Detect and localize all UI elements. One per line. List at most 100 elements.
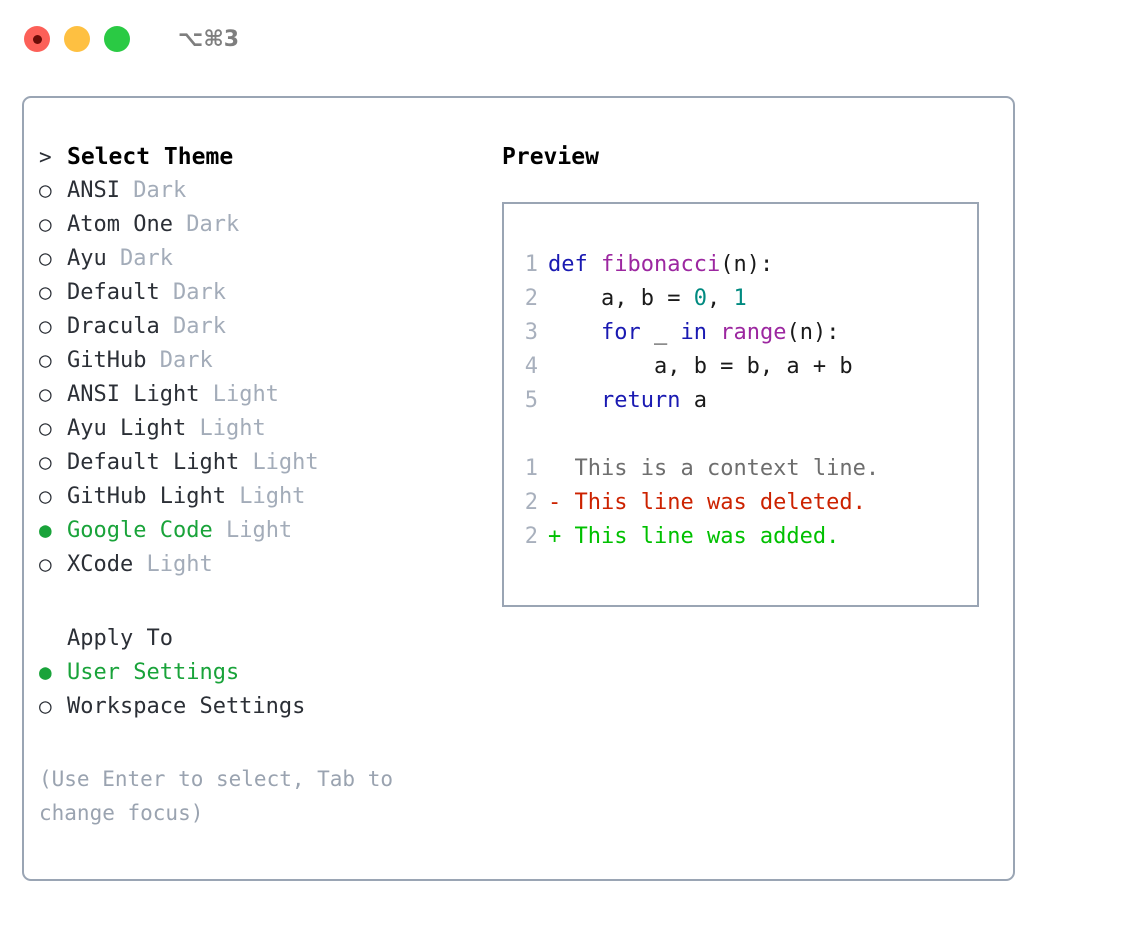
diff-sign: +	[548, 524, 562, 549]
code-token	[707, 320, 720, 345]
record-indicator-icon	[32, 34, 42, 44]
minimize-button[interactable]	[64, 26, 90, 52]
theme-option-list: ○ANSI Dark○Atom One Dark○Ayu Dark○Defaul…	[39, 178, 489, 586]
label-spacer	[186, 416, 199, 441]
theme-option-row[interactable]: ○ XCode Light	[39, 552, 489, 586]
code-line-number: 5	[524, 388, 538, 413]
apply-to-label: Apply To	[67, 626, 173, 651]
theme-option-row[interactable]: ○ Ayu Dark	[39, 246, 489, 280]
theme-category-label: Light	[146, 552, 213, 577]
code-token	[548, 388, 601, 413]
diff-spacer	[561, 486, 574, 520]
theme-category-label: Dark	[120, 246, 173, 271]
theme-name-label: ANSI Light	[67, 382, 200, 407]
code-token: range	[720, 320, 787, 345]
code-line-text: a, b = 0, 1	[548, 282, 747, 316]
radio-unselected-icon[interactable]: ○	[39, 246, 52, 270]
label-spacer	[146, 348, 159, 373]
label-spacer	[239, 450, 252, 475]
label-spacer	[226, 484, 239, 509]
theme-name-label: Ayu Light	[67, 416, 187, 441]
radio-selected-icon[interactable]: ●	[39, 660, 52, 684]
radio-unselected-icon[interactable]: ○	[39, 212, 52, 236]
radio-selected-icon[interactable]: ●	[39, 518, 52, 542]
theme-option-row[interactable]: ○Atom One Dark	[39, 212, 489, 246]
code-line-number: 2	[524, 286, 538, 311]
radio-unselected-icon[interactable]: ○	[39, 484, 52, 508]
code-line: 4 a, b = b, a + b	[504, 350, 977, 384]
diff-spacer	[561, 520, 574, 554]
radio-unselected-icon[interactable]: ○	[39, 178, 52, 202]
code-line-text: a, b = b, a + b	[548, 350, 853, 384]
radio-unselected-icon[interactable]: ○	[39, 416, 52, 440]
code-token: in	[680, 320, 707, 345]
theme-name-label: XCode	[67, 552, 134, 577]
apply-to-option-row[interactable]: ●User Settings	[39, 660, 489, 694]
code-line: 1 def fibonacci(n):	[504, 248, 977, 282]
window-titlebar: ⌥⌘3	[0, 0, 1140, 78]
theme-category-label: Dark	[186, 212, 240, 237]
diff-sign: -	[548, 490, 562, 515]
code-line: 5 return a	[504, 384, 977, 418]
section-spacer	[39, 586, 489, 626]
keyboard-shortcut-label: ⌥⌘3	[178, 26, 240, 52]
apply-to-heading: ○Apply To	[39, 626, 489, 660]
radio-unselected-icon[interactable]: ○	[39, 552, 52, 576]
radio-unselected-icon[interactable]: ○	[39, 280, 52, 304]
diff-line-number: 2	[524, 524, 538, 549]
label-spacer	[199, 382, 212, 407]
diff-sign	[548, 452, 561, 486]
theme-option-row[interactable]: ○ GitHub Light Light	[39, 484, 489, 518]
radio-unselected-icon[interactable]: ○	[39, 382, 52, 406]
code-token: a, b =	[548, 286, 694, 311]
apply-to-option-row[interactable]: ○Workspace Settings	[39, 694, 489, 728]
theme-name-label: GitHub Light	[67, 484, 226, 509]
select-theme-label: Select Theme	[67, 144, 234, 170]
code-token: for	[600, 320, 641, 345]
radio-unselected-icon[interactable]: ○	[39, 694, 52, 718]
label-spacer	[133, 552, 146, 577]
code-token: (n):	[786, 320, 840, 345]
code-line-number: 4	[524, 354, 538, 379]
theme-category-label: Dark	[133, 178, 187, 203]
theme-option-row[interactable]: ○Default Dark	[39, 280, 489, 314]
maximize-button[interactable]	[104, 26, 130, 52]
diff-line-number: 1	[524, 456, 538, 481]
diff-sample: 1 This is a context line.2- This line wa…	[504, 452, 977, 554]
theme-option-row[interactable]: ○GitHub Dark	[39, 348, 489, 382]
diff-line-text: This line was added.	[574, 524, 840, 549]
theme-option-row[interactable]: ●Google Code Light	[39, 518, 489, 552]
theme-option-row[interactable]: ○ANSI Dark	[39, 178, 489, 212]
diff-line-number: 2	[524, 490, 538, 515]
label-spacer	[120, 178, 133, 203]
select-theme-heading: >Select Theme	[39, 144, 489, 178]
traffic-lights	[24, 26, 130, 52]
diff-line: 2- This line was deleted.	[504, 486, 977, 520]
diff-line: 2 + This line was added.	[504, 520, 977, 554]
radio-unselected-icon[interactable]: ○	[39, 450, 52, 474]
theme-category-label: Dark	[172, 280, 226, 305]
diff-line-text: This is a context line.	[574, 456, 880, 481]
radio-unselected-icon[interactable]: ○	[39, 314, 52, 338]
theme-option-row[interactable]: ○Dracula Dark	[39, 314, 489, 348]
theme-option-row[interactable]: ○Default Light Light	[39, 450, 489, 484]
close-button[interactable]	[24, 26, 50, 52]
diff-spacer	[561, 452, 574, 486]
theme-category-label: Light	[225, 518, 293, 543]
theme-name-label: Dracula	[67, 314, 160, 339]
theme-name-label: Default Light	[67, 450, 240, 475]
code-line-number: 1	[524, 252, 538, 277]
code-line: 2 a, b = 0, 1	[504, 282, 977, 316]
keyboard-hint-text: (Use Enter to select, Tab to change focu…	[39, 767, 406, 825]
code-line-text: return a	[548, 384, 707, 418]
theme-category-label: Light	[239, 484, 306, 509]
diff-line: 1 This is a context line.	[504, 452, 977, 486]
theme-name-label: Ayu	[67, 246, 107, 271]
theme-list-column: >Select Theme ○ANSI Dark○Atom One Dark○A…	[39, 144, 489, 830]
theme-option-row[interactable]: ○ANSI Light Light	[39, 382, 489, 416]
radio-unselected-icon[interactable]: ○	[39, 348, 52, 372]
code-line-text: def fibonacci(n):	[548, 248, 773, 282]
theme-option-row[interactable]: ○Ayu Light Light	[39, 416, 489, 450]
